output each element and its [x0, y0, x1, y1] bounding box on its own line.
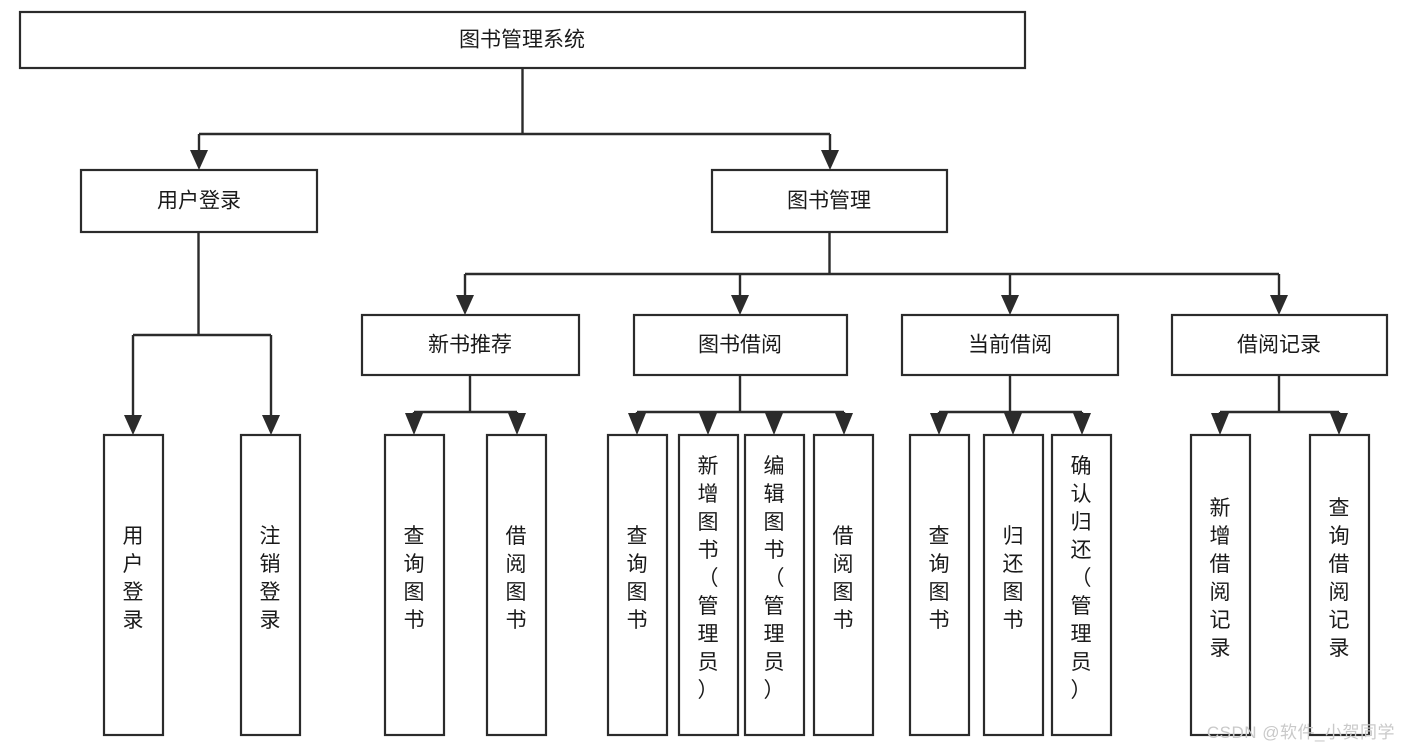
arrow-head-leaf-query-book-2 [628, 413, 646, 435]
node-leaf-add-borrow-record[interactable]: 新增借阅记录 [1189, 433, 1252, 737]
arrow-head-borrow-record [1270, 295, 1288, 315]
node-user-login[interactable]: 用户登录 [79, 168, 319, 234]
node-book-manage-box[interactable] [710, 168, 949, 234]
arrow-head-leaf-query-book-3 [930, 413, 948, 435]
arrow-head-book-borrow [731, 295, 749, 315]
arrow-head-leaf-add-borrow-record [1211, 413, 1229, 435]
node-leaf-borrow-book-2[interactable]: 借阅图书 [812, 433, 875, 737]
node-borrow-record-label: 借阅记录 [1237, 334, 1321, 357]
node-leaf-confirm-return-admin[interactable]: 确认归还（管理员） [1050, 433, 1113, 737]
node-leaf-return-book-label: 归还图书 [1003, 525, 1024, 632]
arrow-head-leaf-confirm-return-admin [1073, 413, 1091, 435]
node-root[interactable]: 图书管理系统 [18, 10, 1027, 70]
arrow-head-new-book-recommend [456, 295, 474, 315]
node-leaf-query-book-2-box[interactable] [606, 433, 669, 737]
arrow-head-leaf-return-book [1004, 413, 1022, 435]
node-leaf-return-book-box[interactable] [982, 433, 1045, 737]
connector-group-root [190, 68, 839, 170]
node-current-borrow[interactable]: 当前借阅 [900, 313, 1120, 377]
node-leaf-add-borrow-record-label: 新增借阅记录 [1210, 497, 1231, 660]
connector-group-new-book-recommend [405, 375, 526, 435]
node-book-manage[interactable]: 图书管理 [710, 168, 949, 234]
csdn-watermark: CSDN @软件_小贺同学 [1206, 723, 1395, 742]
arrow-head-current-borrow [1001, 295, 1019, 315]
node-leaf-query-book-3-box[interactable] [908, 433, 971, 737]
node-leaf-query-book-1-label: 查询图书 [404, 525, 425, 632]
node-current-borrow-box[interactable] [900, 313, 1120, 377]
node-user-login-box[interactable] [79, 168, 319, 234]
node-leaf-query-book-3-label: 查询图书 [929, 525, 950, 632]
node-leaf-query-book-1[interactable]: 查询图书 [383, 433, 446, 737]
node-new-book-recommend[interactable]: 新书推荐 [360, 313, 581, 377]
node-leaf-borrow-book-2-label: 借阅图书 [833, 525, 854, 632]
arrow-head-leaf-edit-book-admin [765, 413, 783, 435]
connector-group-current-borrow [930, 375, 1091, 435]
node-root-label: 图书管理系统 [459, 29, 585, 52]
node-leaf-query-book-2-label: 查询图书 [627, 525, 648, 632]
arrow-head-leaf-user-login [124, 415, 142, 435]
connector-group-book-borrow [628, 375, 853, 435]
node-current-borrow-label: 当前借阅 [968, 334, 1052, 357]
node-leaf-query-borrow-record[interactable]: 查询借阅记录 [1308, 433, 1371, 737]
connector-group-book-manage [456, 232, 1288, 315]
node-leaf-borrow-book-1[interactable]: 借阅图书 [485, 433, 548, 737]
node-leaf-borrow-book-1-label: 借阅图书 [506, 525, 527, 632]
node-borrow-record-box[interactable] [1170, 313, 1389, 377]
connector-group-borrow-record [1211, 375, 1348, 435]
node-leaf-add-book-admin[interactable]: 新增图书（管理员） [677, 433, 740, 737]
node-leaf-query-borrow-record-label: 查询借阅记录 [1329, 497, 1350, 660]
node-leaf-logout-label: 注销登录 [260, 525, 281, 632]
node-leaf-add-book-admin-label: 新增图书（管理员） [698, 455, 719, 702]
node-book-borrow-box[interactable] [632, 313, 849, 377]
connector-group-user-login [124, 232, 280, 435]
node-user-login-label: 用户登录 [157, 190, 241, 213]
node-book-borrow[interactable]: 图书借阅 [632, 313, 849, 377]
node-root-box[interactable] [18, 10, 1027, 70]
node-leaf-confirm-return-admin-label: 确认归还（管理员） [1071, 455, 1092, 702]
node-leaf-return-book[interactable]: 归还图书 [982, 433, 1045, 737]
node-leaf-edit-book-admin[interactable]: 编辑图书（管理员） [743, 433, 806, 737]
node-leaf-user-login[interactable]: 用户登录 [102, 433, 165, 737]
arrow-head-leaf-query-book-1 [405, 413, 423, 435]
node-leaf-user-login-box[interactable] [102, 433, 165, 737]
arrow-head-leaf-logout [262, 415, 280, 435]
arrow-head-leaf-borrow-book-2 [835, 413, 853, 435]
node-leaf-logout[interactable]: 注销登录 [239, 433, 302, 737]
arrow-head-user-login [190, 150, 208, 170]
node-leaf-user-login-label: 用户登录 [123, 525, 144, 632]
node-leaf-query-book-1-box[interactable] [383, 433, 446, 737]
node-leaf-borrow-book-2-box[interactable] [812, 433, 875, 737]
node-new-book-recommend-label: 新书推荐 [428, 334, 512, 357]
arrow-head-book-manage [821, 150, 839, 170]
arrow-head-leaf-query-borrow-record [1330, 413, 1348, 435]
node-leaf-confirm-return-admin-box[interactable] [1050, 433, 1113, 737]
node-borrow-record[interactable]: 借阅记录 [1170, 313, 1389, 377]
node-new-book-recommend-box[interactable] [360, 313, 581, 377]
node-leaf-query-book-3[interactable]: 查询图书 [908, 433, 971, 737]
node-leaf-edit-book-admin-box[interactable] [743, 433, 806, 737]
node-leaf-borrow-book-1-box[interactable] [485, 433, 548, 737]
arrow-head-leaf-add-book-admin [699, 413, 717, 435]
node-leaf-query-book-2[interactable]: 查询图书 [606, 433, 669, 737]
arrow-head-leaf-borrow-book-1 [508, 413, 526, 435]
node-book-manage-label: 图书管理 [787, 190, 871, 213]
node-leaf-query-borrow-record-box[interactable] [1308, 433, 1371, 737]
node-book-borrow-label: 图书借阅 [698, 334, 782, 357]
node-leaf-logout-box[interactable] [239, 433, 302, 737]
node-leaf-edit-book-admin-label: 编辑图书（管理员） [764, 455, 785, 702]
node-leaf-add-book-admin-box[interactable] [677, 433, 740, 737]
node-leaf-add-borrow-record-box[interactable] [1189, 433, 1252, 737]
